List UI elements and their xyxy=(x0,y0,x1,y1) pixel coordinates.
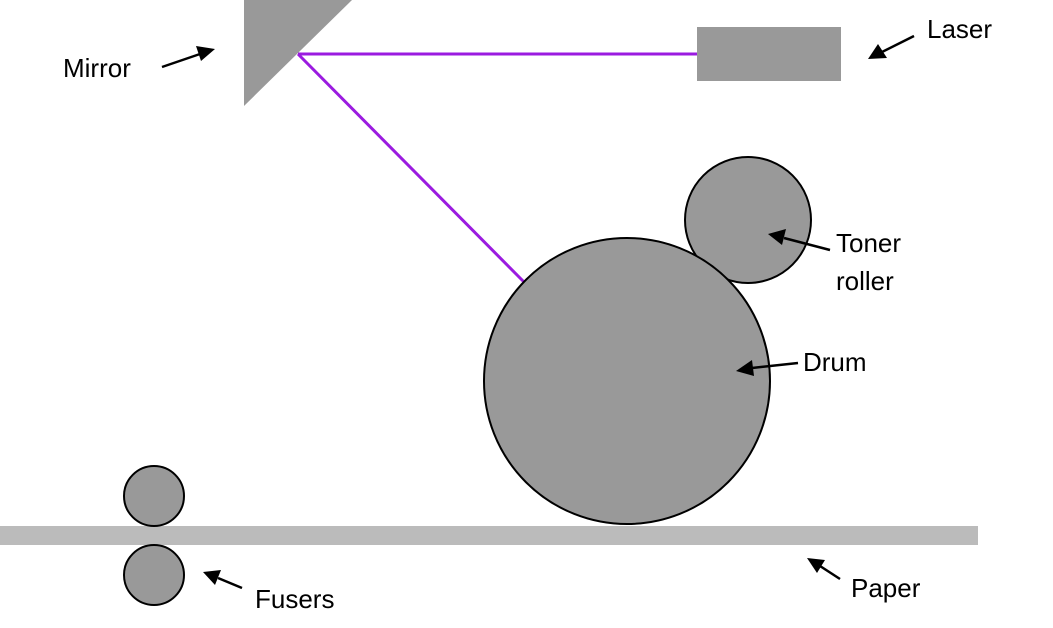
laser-unit xyxy=(697,27,841,81)
fusers-label: Fusers xyxy=(255,584,334,614)
paper-strip xyxy=(0,526,978,545)
drum xyxy=(483,237,771,525)
fusers-arrow xyxy=(203,570,243,590)
fuser-roller-top xyxy=(123,465,185,527)
paper-label: Paper xyxy=(851,573,921,603)
toner-roller-label-line2: roller xyxy=(836,266,894,296)
mirror-arrow xyxy=(161,46,215,69)
drum-arrow xyxy=(736,360,799,376)
toner-roller xyxy=(684,156,812,284)
laser-arrow xyxy=(868,34,915,59)
laser-beam-diagonal xyxy=(296,52,526,284)
toner-arrow xyxy=(768,229,831,252)
laser-label: Laser xyxy=(927,14,992,44)
fuser-roller-bottom xyxy=(123,544,185,606)
paper-arrow xyxy=(807,558,841,581)
mirror-label: Mirror xyxy=(63,53,131,83)
toner-roller-label-line1: Toner xyxy=(836,228,901,258)
drum-label: Drum xyxy=(803,347,867,377)
